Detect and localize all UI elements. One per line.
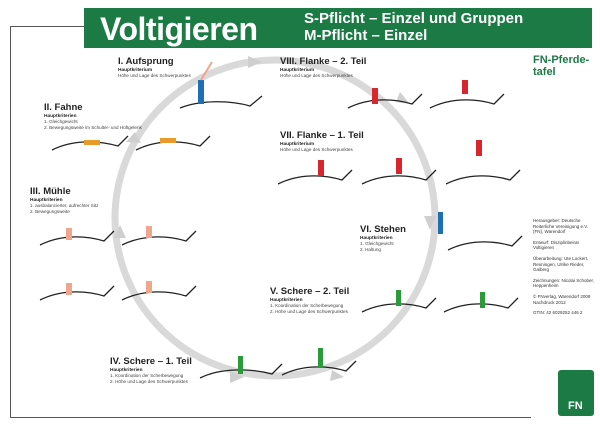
subtitle-s-pflicht: S-Pflicht – Einzel und Gruppen bbox=[304, 10, 524, 27]
criteria-label: Hauptkriterien bbox=[270, 298, 303, 303]
vaulter-flanke bbox=[318, 80, 482, 176]
publisher-text: Herausgeber: Deutsche Reiterliche Verein… bbox=[533, 218, 589, 235]
section-aufsprung: I. Aufsprung Hauptkriterium Höhe und Lag… bbox=[118, 56, 228, 79]
drawings-text: Zeichnungen: Nicolai Schober, Heppenheim bbox=[533, 277, 595, 289]
criteria-label: Hauptkriterium bbox=[280, 142, 315, 147]
criteria-line: Höhe und Lage des Schwerpunktes bbox=[280, 147, 353, 152]
gtin-text: GTIN: 42 6029252 446 2 bbox=[533, 310, 583, 316]
section-flanke-1: VII. Flanke – 1. Teil Hauptkriterium Höh… bbox=[280, 130, 400, 153]
section-stehen: VI. Stehen Hauptkriterien 1. Gleichgewic… bbox=[360, 224, 450, 252]
criteria-line: Höhe und Lage des Schwerpunktes bbox=[118, 73, 191, 78]
section-flanke-2: VIII. Flanke – 2. Teil Hauptkriterium Hö… bbox=[280, 56, 400, 79]
criteria-label: Hauptkriterium bbox=[118, 68, 153, 73]
vaulter-muehle bbox=[66, 226, 152, 295]
criteria-line: 2. Bewegungsweite im Schulter- und Hüftg… bbox=[44, 124, 142, 130]
criteria-line: Höhe und Lage des Schwerpunktes bbox=[280, 73, 353, 78]
section-title: VI. Stehen bbox=[360, 224, 406, 235]
vaulter-aufsprung bbox=[198, 61, 213, 104]
criteria-line: 2. Haltung bbox=[360, 246, 381, 252]
vaulter-schere bbox=[238, 290, 485, 374]
criteria-label: Hauptkriterium bbox=[280, 68, 315, 73]
criteria-label: Hauptkriterien bbox=[360, 236, 393, 241]
criteria-line: 2. Höhe und Lage des Schwerpunktes bbox=[110, 378, 188, 384]
criteria-line: 2. Bewegungsweite bbox=[30, 208, 70, 214]
fn-logo: FN bbox=[558, 370, 594, 416]
section-muehle: III. Mühle Hauptkriterien 1. ausbalancie… bbox=[30, 186, 140, 214]
criteria-line: 1. Gleichgewicht bbox=[360, 241, 394, 246]
section-title: VIII. Flanke – 2. Teil bbox=[280, 56, 367, 67]
section-title: VII. Flanke – 1. Teil bbox=[280, 130, 364, 141]
criteria-line: 1. ausbalancierter, aufrechter Sitz bbox=[30, 203, 99, 208]
vaulter-stehen bbox=[438, 212, 443, 234]
section-fahne: II. Fahne Hauptkriterien 1. Gleichgewich… bbox=[44, 102, 174, 130]
sidebar-credits: FN-Pferde-tafel Herausgeber: Deutsche Re… bbox=[533, 54, 597, 418]
section-title: III. Mühle bbox=[30, 186, 71, 197]
subtitle-m-pflicht: M-Pflicht – Einzel bbox=[304, 27, 428, 44]
title-banner: Voltigieren S-Pflicht – Einzel und Grupp… bbox=[84, 8, 592, 48]
section-schere-1: IV. Schere – 1. Teil Hauptkriterien 1. K… bbox=[110, 356, 230, 384]
criteria-line: 1. Koordination der Scherbewegung bbox=[110, 373, 184, 378]
fn-logo-text: FN bbox=[568, 400, 583, 412]
fn-pferdetafel-title: FN-Pferde-tafel bbox=[533, 54, 590, 78]
draft-text: Entwurf: Disziplinbeirat Voltigieren bbox=[533, 239, 579, 251]
section-title: II. Fahne bbox=[44, 102, 83, 113]
horse-sketches bbox=[39, 93, 523, 379]
section-title: IV. Schere – 1. Teil bbox=[110, 356, 192, 367]
criteria-label: Hauptkriterien bbox=[110, 368, 143, 373]
copyright-text: © FNverlag, Warendorf 2008 Nachdruck 201… bbox=[533, 293, 591, 305]
criteria-label: Hauptkriterien bbox=[30, 198, 63, 203]
section-schere-2: V. Schere – 2. Teil Hauptkriterien 1. Ko… bbox=[270, 286, 390, 314]
vaulter-fahne bbox=[84, 138, 176, 145]
section-title: V. Schere – 2. Teil bbox=[270, 286, 350, 297]
section-title: I. Aufsprung bbox=[118, 56, 174, 67]
criteria-line: 1. Gleichgewicht bbox=[44, 119, 78, 124]
revision-text: Überarbeitung: Ute Lockert, Renningen, U… bbox=[533, 255, 589, 273]
criteria-label: Hauptkriterien bbox=[44, 114, 77, 119]
criteria-line: 2. Höhe und Lage des Schwerpunktes bbox=[270, 308, 348, 314]
poster-title: Voltigieren bbox=[100, 11, 258, 47]
criteria-line: 1. Koordination der Scherbewegung bbox=[270, 303, 344, 308]
